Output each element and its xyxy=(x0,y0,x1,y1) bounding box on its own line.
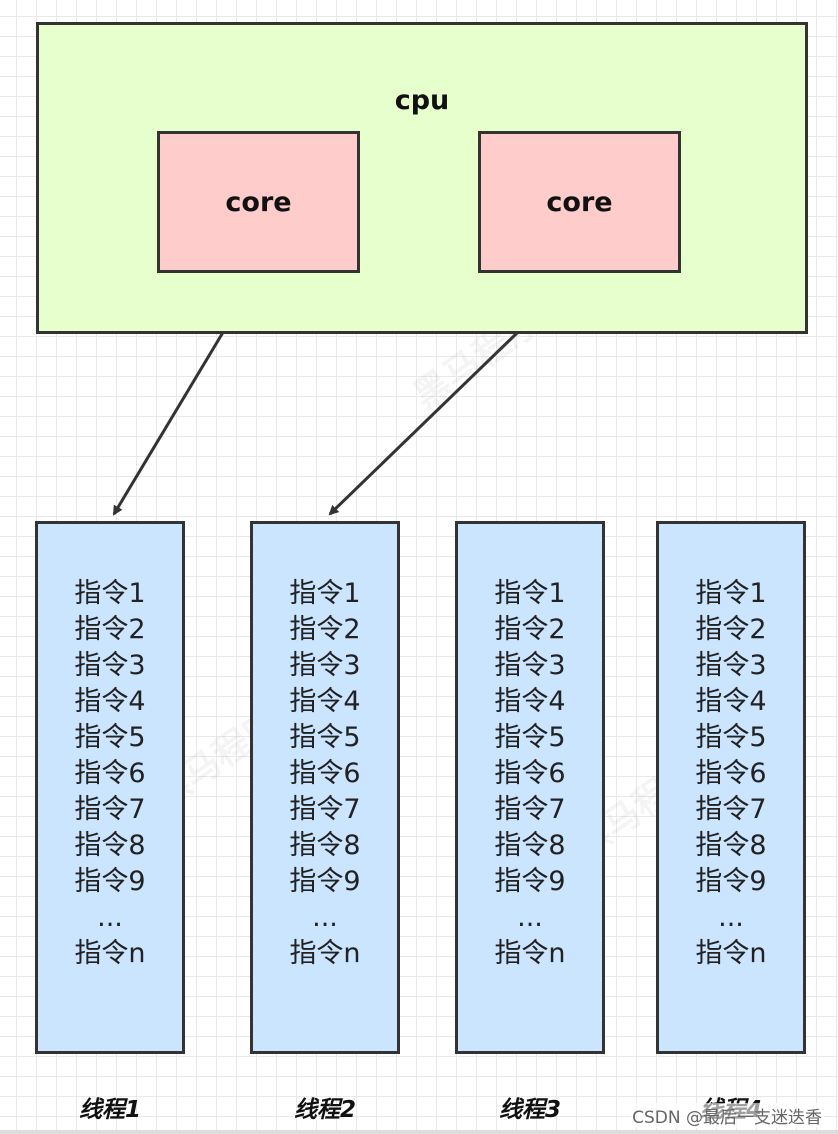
instruction-item: 指令n xyxy=(494,938,566,969)
instruction-item: 指令1 xyxy=(494,578,566,609)
instruction-item: 指令8 xyxy=(289,830,361,861)
cpu-label: cpu xyxy=(394,85,450,116)
thread-box-4: 指令1 指令2 指令3 指令4 指令5 指令6 指令7 指令8 指令9 ... … xyxy=(656,521,806,1054)
instruction-item: 指令2 xyxy=(289,614,361,645)
core-box-1: core xyxy=(157,131,360,273)
instruction-item: 指令n xyxy=(695,938,767,969)
instruction-item: 指令4 xyxy=(695,686,767,717)
instruction-item: 指令2 xyxy=(74,614,146,645)
core-box-2: core xyxy=(478,131,681,273)
instruction-ellipsis: ... xyxy=(517,902,543,933)
instruction-item: 指令n xyxy=(289,938,361,969)
instruction-item: 指令2 xyxy=(695,614,767,645)
instruction-item: 指令6 xyxy=(74,758,146,789)
instruction-item: 指令7 xyxy=(695,794,767,825)
instruction-item: 指令9 xyxy=(695,866,767,897)
instruction-item: 指令6 xyxy=(289,758,361,789)
instruction-item: 指令9 xyxy=(74,866,146,897)
bottom-border xyxy=(0,1130,838,1134)
instruction-item: 指令5 xyxy=(289,722,361,753)
instruction-item: 指令3 xyxy=(494,650,566,681)
instruction-item: 指令5 xyxy=(74,722,146,753)
thread-label-1: 线程1 xyxy=(78,1097,141,1123)
instruction-item: 指令1 xyxy=(695,578,767,609)
core-label: core xyxy=(225,186,292,218)
instruction-item: 指令4 xyxy=(289,686,361,717)
instruction-item: 指令7 xyxy=(289,794,361,825)
instruction-item: 指令8 xyxy=(74,830,146,861)
instruction-item: 指令2 xyxy=(494,614,566,645)
instruction-item: 指令3 xyxy=(74,650,146,681)
instruction-list: 指令1 指令2 指令3 指令4 指令5 指令6 指令7 指令8 指令9 ... … xyxy=(458,576,602,972)
instruction-item: 指令7 xyxy=(494,794,566,825)
instruction-item: 指令3 xyxy=(695,650,767,681)
instruction-item: 指令4 xyxy=(74,686,146,717)
thread-box-3: 指令1 指令2 指令3 指令4 指令5 指令6 指令7 指令8 指令9 ... … xyxy=(455,521,605,1054)
instruction-item: 指令6 xyxy=(494,758,566,789)
instruction-item: 指令3 xyxy=(289,650,361,681)
instruction-item: 指令4 xyxy=(494,686,566,717)
instruction-item: 指令6 xyxy=(695,758,767,789)
thread-box-1: 指令1 指令2 指令3 指令4 指令5 指令6 指令7 指令8 指令9 ... … xyxy=(35,521,185,1054)
instruction-item: 指令5 xyxy=(695,722,767,753)
instruction-item: 指令1 xyxy=(289,578,361,609)
instruction-item: 指令9 xyxy=(494,866,566,897)
instruction-item: 指令1 xyxy=(74,578,146,609)
cpu-box: cpu xyxy=(36,22,808,334)
instruction-item: 指令7 xyxy=(74,794,146,825)
instruction-list: 指令1 指令2 指令3 指令4 指令5 指令6 指令7 指令8 指令9 ... … xyxy=(253,576,397,972)
instruction-item: 指令5 xyxy=(494,722,566,753)
core-label: core xyxy=(546,186,613,218)
instruction-ellipsis: ... xyxy=(97,902,123,933)
thread-label-2: 线程2 xyxy=(293,1097,356,1123)
instruction-ellipsis: ... xyxy=(718,902,744,933)
instruction-list: 指令1 指令2 指令3 指令4 指令5 指令6 指令7 指令8 指令9 ... … xyxy=(38,576,182,972)
instruction-item: 指令n xyxy=(74,938,146,969)
instruction-item: 指令9 xyxy=(289,866,361,897)
csdn-credit: CSDN @最后一支迷迭香 xyxy=(630,1103,824,1128)
thread-box-2: 指令1 指令2 指令3 指令4 指令5 指令6 指令7 指令8 指令9 ... … xyxy=(250,521,400,1054)
instruction-item: 指令8 xyxy=(494,830,566,861)
instruction-list: 指令1 指令2 指令3 指令4 指令5 指令6 指令7 指令8 指令9 ... … xyxy=(659,576,803,972)
instruction-ellipsis: ... xyxy=(312,902,338,933)
instruction-item: 指令8 xyxy=(695,830,767,861)
thread-label-3: 线程3 xyxy=(498,1097,561,1123)
